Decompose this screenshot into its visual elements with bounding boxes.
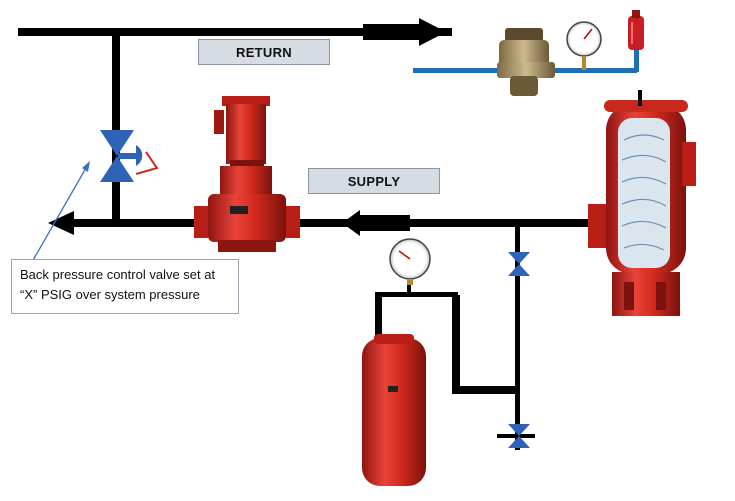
pressure-reducing-valve	[497, 28, 555, 96]
isolation-valve-upper	[508, 252, 530, 276]
inline-pump	[194, 96, 300, 252]
back-pressure-control-valve	[100, 130, 159, 182]
supply-label: SUPPLY	[308, 168, 440, 194]
expansion-tank	[362, 334, 426, 486]
air-vent	[628, 10, 644, 50]
bypass-pipe	[112, 30, 120, 222]
isolation-valve-lower	[497, 424, 535, 448]
air-separator	[588, 90, 696, 316]
callout-box: Back pressure control valve set at “X” P…	[11, 259, 239, 314]
callout-line-1: Back pressure control valve set at	[20, 267, 216, 282]
return-pipe	[18, 18, 452, 46]
pressure-gauge-expansion	[389, 238, 431, 285]
callout-arrow	[31, 161, 90, 263]
return-label: RETURN	[198, 39, 330, 65]
supply-pipe	[48, 210, 590, 236]
pressure-gauge-makeup	[566, 21, 602, 70]
callout-line-2: “X” PSIG over system pressure	[20, 287, 200, 302]
makeup-water-line	[413, 50, 639, 73]
